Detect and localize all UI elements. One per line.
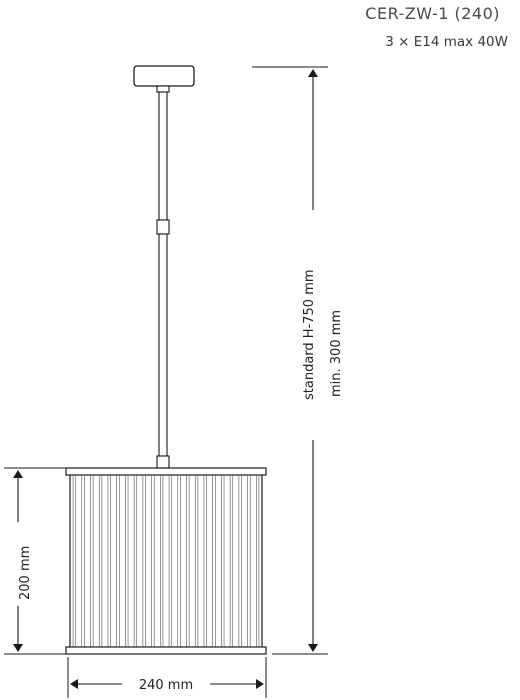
shade-glass-rods <box>69 475 263 647</box>
shade-bottom-rim <box>65 646 267 655</box>
shade-top-rim <box>65 467 267 476</box>
shade-height-label: 200 mm <box>18 546 33 600</box>
model-name: CER-ZW-1 (240) <box>365 4 500 23</box>
bulb-spec: 3 × E14 max 40W <box>385 34 508 50</box>
suspension-rod-lower <box>158 233 168 457</box>
rod-connector <box>156 219 170 235</box>
ceiling-canopy <box>133 65 195 87</box>
height-min-label: min. 300 mm <box>329 310 344 397</box>
rod-base-joint <box>156 455 170 469</box>
shade-width-label: 240 mm <box>139 678 193 693</box>
canopy-neck <box>156 85 170 93</box>
suspension-rod-upper <box>158 91 168 221</box>
height-standard-label: standard H-750 mm <box>302 269 317 400</box>
